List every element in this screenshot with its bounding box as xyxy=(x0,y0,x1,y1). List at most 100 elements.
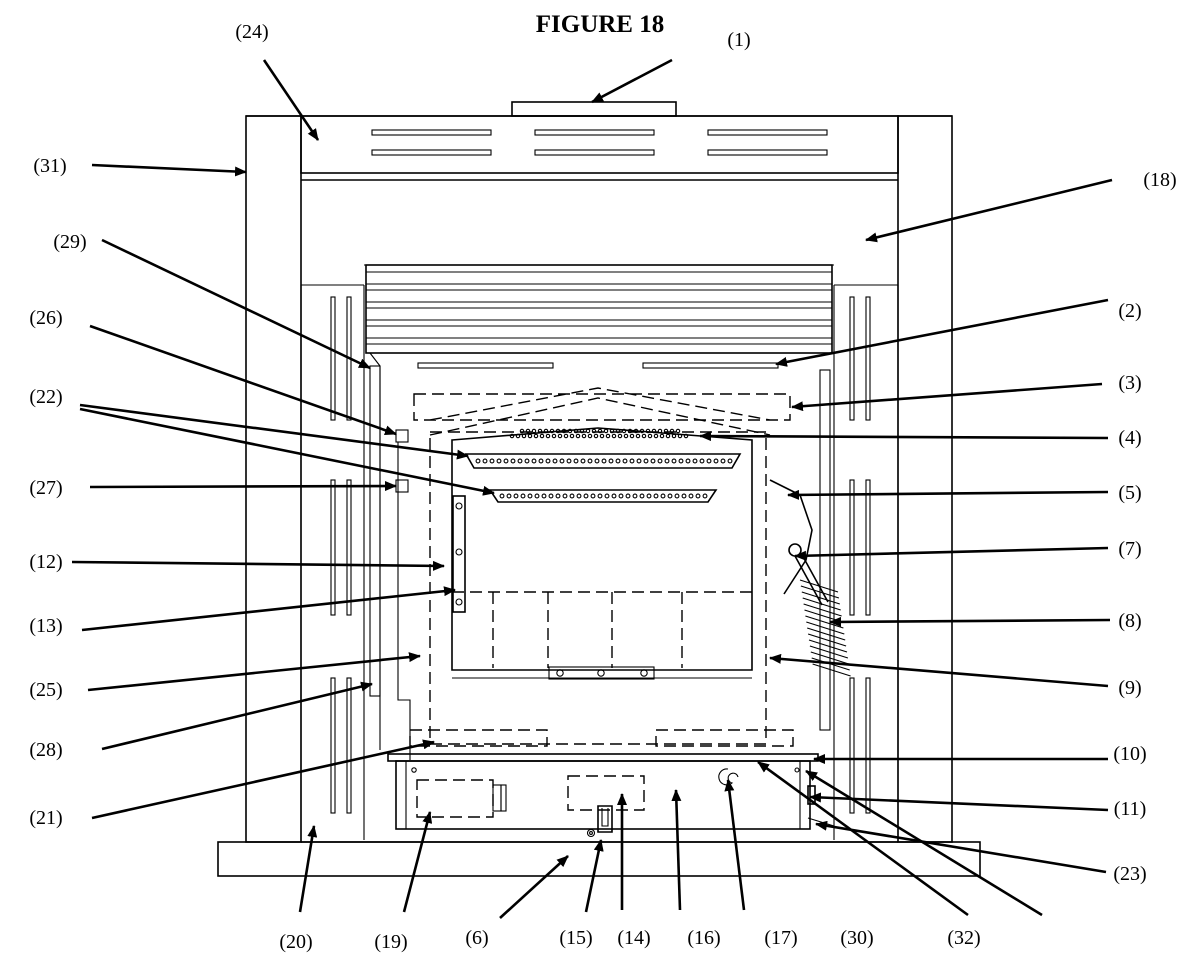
spring-coil xyxy=(804,609,843,623)
callout-28: (28) xyxy=(29,739,62,761)
air-hole xyxy=(580,458,586,464)
callout-20: (20) xyxy=(279,931,312,953)
air-hole xyxy=(692,458,698,464)
spring-coil xyxy=(802,597,841,611)
pilot-dot xyxy=(794,767,800,773)
air-hole xyxy=(561,428,567,434)
air-hole xyxy=(608,458,614,464)
air-hole xyxy=(627,428,633,434)
air-hole xyxy=(646,493,652,499)
air-hole xyxy=(651,428,657,434)
figure-title: FIGURE 18 xyxy=(536,11,664,38)
air-hole xyxy=(534,493,540,499)
spring-coil xyxy=(810,651,849,665)
air-hole xyxy=(667,493,673,499)
air-hole xyxy=(653,433,659,439)
air-hole xyxy=(706,458,712,464)
top-bracket-right xyxy=(642,362,779,369)
air-hole xyxy=(527,433,533,439)
air-hole xyxy=(576,493,582,499)
andiron-bracket xyxy=(452,495,466,613)
air-hole xyxy=(659,433,665,439)
air-hole xyxy=(593,433,599,439)
air-hole xyxy=(657,428,663,434)
air-hole xyxy=(674,493,680,499)
right-door-post xyxy=(819,369,831,731)
air-hole xyxy=(520,493,526,499)
air-hole xyxy=(503,458,509,464)
air-hole xyxy=(688,493,694,499)
firebox-outline xyxy=(429,431,767,745)
air-hole xyxy=(510,458,516,464)
spring-coil xyxy=(799,579,839,593)
handle-knob xyxy=(788,543,802,557)
air-hole xyxy=(566,458,572,464)
ash-lip xyxy=(387,753,819,762)
air-hole xyxy=(569,493,575,499)
callout-19: (19) xyxy=(374,931,407,953)
air-hole xyxy=(683,433,689,439)
spring-coil xyxy=(800,585,840,599)
air-hole xyxy=(665,433,671,439)
air-hole xyxy=(533,433,539,439)
callout-7: (7) xyxy=(1118,538,1141,560)
air-hole xyxy=(521,433,527,439)
firebrick-panels xyxy=(452,591,752,668)
air-hole xyxy=(605,433,611,439)
air-hole xyxy=(545,433,551,439)
spring-coil xyxy=(801,591,840,605)
air-hole xyxy=(695,493,701,499)
callout-26: (26) xyxy=(29,307,62,329)
callout-21: (21) xyxy=(29,807,62,829)
callout-17: (17) xyxy=(764,927,797,949)
leader-lines xyxy=(71,58,1113,919)
top-louver-slots xyxy=(371,129,828,156)
air-hole xyxy=(660,493,666,499)
air-hole xyxy=(657,458,663,464)
air-hole xyxy=(669,428,675,434)
left-door-post xyxy=(369,365,381,697)
air-hole xyxy=(632,493,638,499)
spring-coil xyxy=(807,633,847,647)
air-hole xyxy=(557,433,563,439)
callout-8: (8) xyxy=(1118,610,1141,632)
callout-9: (9) xyxy=(1118,677,1141,699)
callout-13: (13) xyxy=(29,615,62,637)
fan-housing xyxy=(416,779,494,818)
spring-coil xyxy=(806,621,845,635)
air-hole xyxy=(615,428,621,434)
air-channel-left xyxy=(409,729,548,747)
air-hole xyxy=(617,433,623,439)
air-hole xyxy=(581,433,587,439)
air-hole xyxy=(590,493,596,499)
air-hole xyxy=(611,433,617,439)
air-hole xyxy=(506,493,512,499)
fire-chamber xyxy=(451,427,753,671)
heat-exchanger-louvers xyxy=(365,264,833,354)
air-hole xyxy=(527,493,533,499)
spring-coil xyxy=(812,663,851,677)
air-hole xyxy=(489,458,495,464)
air-hole xyxy=(515,433,521,439)
callout-11: (11) xyxy=(1114,798,1147,820)
air-hole xyxy=(641,433,647,439)
air-hole xyxy=(609,428,615,434)
air-hole xyxy=(513,493,519,499)
air-hole xyxy=(611,493,617,499)
left-side-panel xyxy=(245,115,302,843)
air-hole xyxy=(713,458,719,464)
callout-1: (1) xyxy=(727,29,750,51)
air-hole xyxy=(509,433,515,439)
air-hole xyxy=(575,433,581,439)
air-hole xyxy=(720,458,726,464)
callout-30: (30) xyxy=(840,927,873,949)
air-hole xyxy=(671,458,677,464)
top-bracket-left xyxy=(417,362,554,369)
air-hole xyxy=(639,493,645,499)
grate-strip xyxy=(548,666,655,680)
air-hole xyxy=(599,433,605,439)
top-grille-panel xyxy=(300,115,899,174)
air-hole xyxy=(541,493,547,499)
air-hole xyxy=(615,458,621,464)
